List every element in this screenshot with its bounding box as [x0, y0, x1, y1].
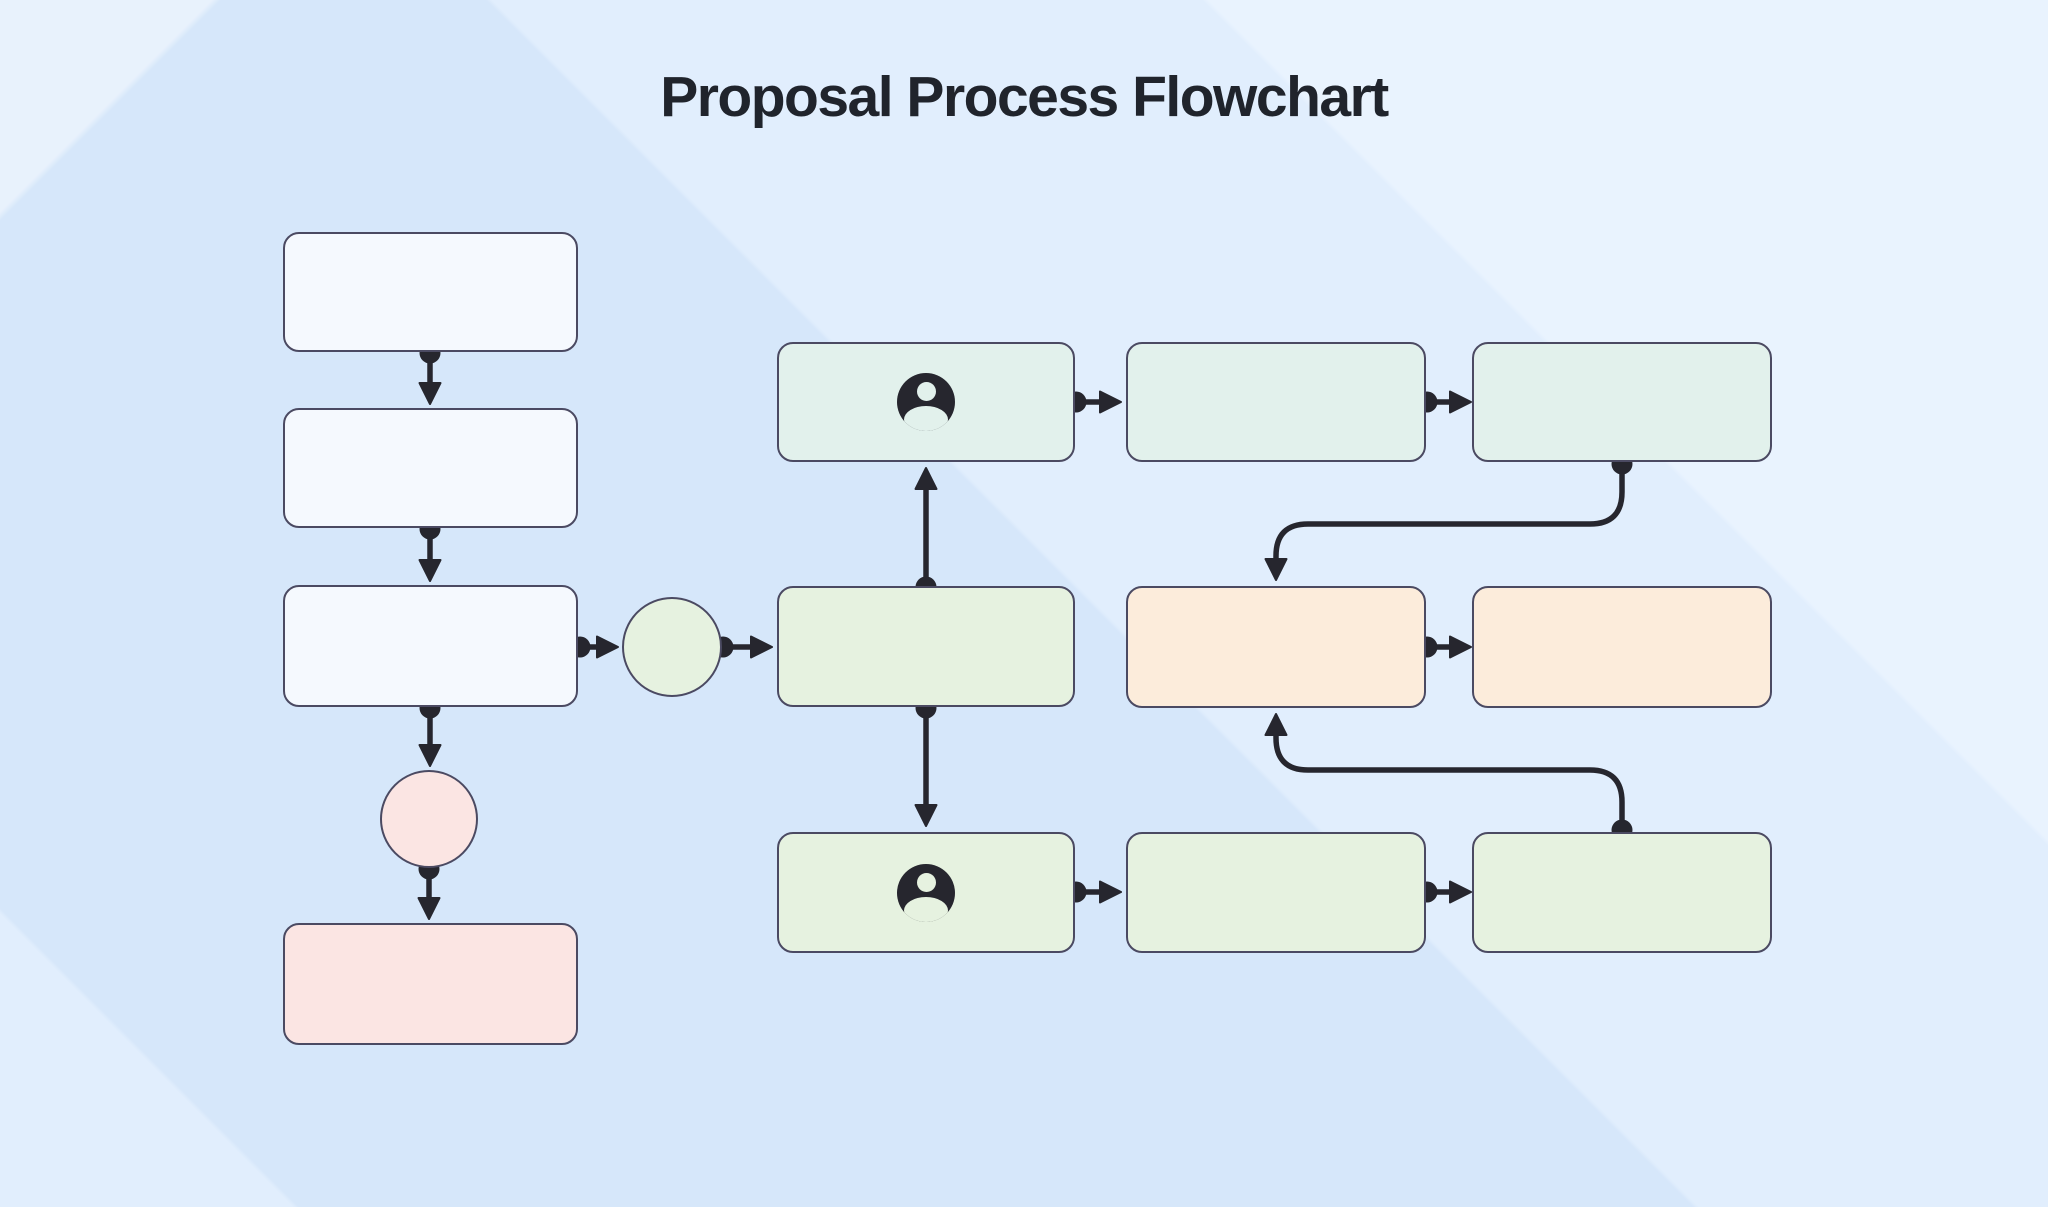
connector-l3-pink-circle: [418, 697, 442, 767]
flow-node-green-circle[interactable]: [622, 597, 722, 697]
flow-node-top-box-2[interactable]: [1126, 342, 1426, 462]
person-icon: [897, 863, 955, 922]
flow-node-pink-end-box[interactable]: [283, 923, 578, 1045]
connector-m-mid-m-top: [914, 467, 938, 598]
flow-node-orange-box-2[interactable]: [1472, 586, 1772, 708]
flow-node-bottom-box-3[interactable]: [1472, 832, 1772, 953]
flow-node-top-box-3[interactable]: [1472, 342, 1772, 462]
flow-node-reviewer-box-bottom[interactable]: [777, 832, 1075, 953]
flow-node-center-box[interactable]: [777, 586, 1075, 707]
flow-node-start-box-1[interactable]: [283, 232, 578, 352]
page-title: Proposal Process Flowchart: [660, 65, 1389, 129]
flow-node-box-2[interactable]: [283, 408, 578, 528]
flow-node-reviewer-box-top[interactable]: [777, 342, 1075, 462]
flow-node-box-3[interactable]: [283, 585, 578, 707]
connector-m-mid-m-bot: [914, 697, 938, 827]
connector-b3-o1-curve: [1264, 713, 1633, 841]
person-icon: [897, 373, 955, 431]
flow-node-orange-box-1[interactable]: [1126, 586, 1426, 708]
flow-node-bottom-box-2[interactable]: [1126, 832, 1426, 953]
connector-t3-o1-curve: [1264, 453, 1633, 581]
flow-node-pink-circle[interactable]: [380, 770, 478, 868]
